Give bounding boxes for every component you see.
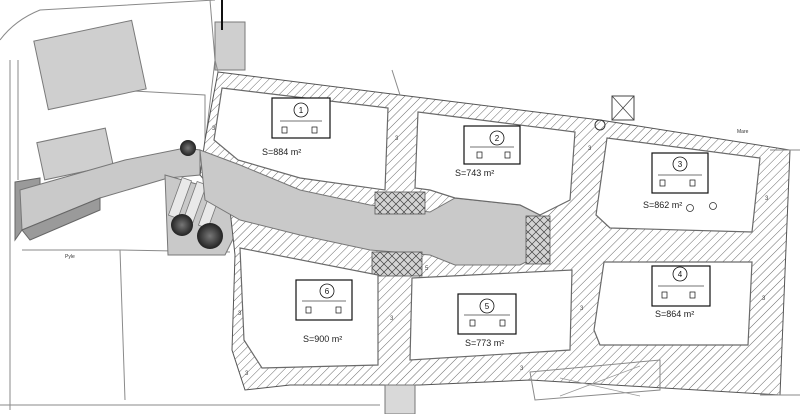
- setback-mark: 3: [765, 196, 769, 202]
- neighbour-building-2: [36, 127, 114, 181]
- house-5: 5: [457, 293, 517, 335]
- utility-marker-icon: [709, 202, 717, 210]
- tree-icon: [171, 214, 193, 236]
- tree-icon: [180, 140, 196, 156]
- crossing-south: [371, 251, 423, 277]
- lot-4-area: S=864 m²: [655, 309, 694, 319]
- house-1: 1: [271, 97, 331, 139]
- house-2: 2: [463, 125, 521, 165]
- well-icon: [594, 119, 606, 131]
- lot-1-area: S=884 m²: [262, 147, 301, 157]
- lot-1-parcel: [213, 87, 389, 191]
- setback-mark: 3: [580, 306, 584, 312]
- setback-mark: 3: [520, 366, 524, 372]
- neighbour-label: Pyle: [65, 254, 75, 260]
- bin-enclosure: [611, 95, 635, 121]
- house-3: 3: [651, 152, 709, 194]
- setback-mark: 3: [212, 126, 216, 132]
- neighbour-label-east: Mare: [737, 129, 749, 135]
- lot-6-area: S=900 m²: [303, 334, 342, 344]
- crossing-east: [525, 215, 551, 265]
- lot-3-area: S=862 m²: [643, 200, 682, 210]
- road-width-mark: 5: [425, 266, 429, 272]
- setback-mark: 3: [762, 296, 766, 302]
- setback-mark: 3: [238, 311, 242, 317]
- crossing-north: [374, 191, 426, 215]
- svg-text:4: 4: [678, 270, 683, 279]
- neighbour-building-1: [33, 19, 147, 111]
- south-access: [384, 384, 416, 414]
- house-6: 6: [295, 279, 353, 321]
- utility-marker-icon: [686, 204, 694, 212]
- setback-mark: 3: [588, 146, 592, 152]
- neighbour-building-3: [214, 21, 246, 71]
- setback-mark: 3: [390, 316, 394, 322]
- svg-text:3: 3: [678, 160, 683, 169]
- setback-mark: 3: [245, 371, 249, 377]
- house-4: 4: [651, 265, 711, 307]
- tree-icon: [197, 223, 223, 249]
- svg-text:1: 1: [299, 106, 304, 115]
- lot-5-area: S=773 m²: [465, 338, 504, 348]
- lot-2-area: S=743 m²: [455, 168, 494, 178]
- svg-text:5: 5: [485, 302, 490, 311]
- svg-text:6: 6: [325, 287, 330, 296]
- svg-text:2: 2: [495, 134, 500, 143]
- neighbour-area: Pyle: [0, 0, 380, 410]
- setback-mark: 3: [395, 136, 399, 142]
